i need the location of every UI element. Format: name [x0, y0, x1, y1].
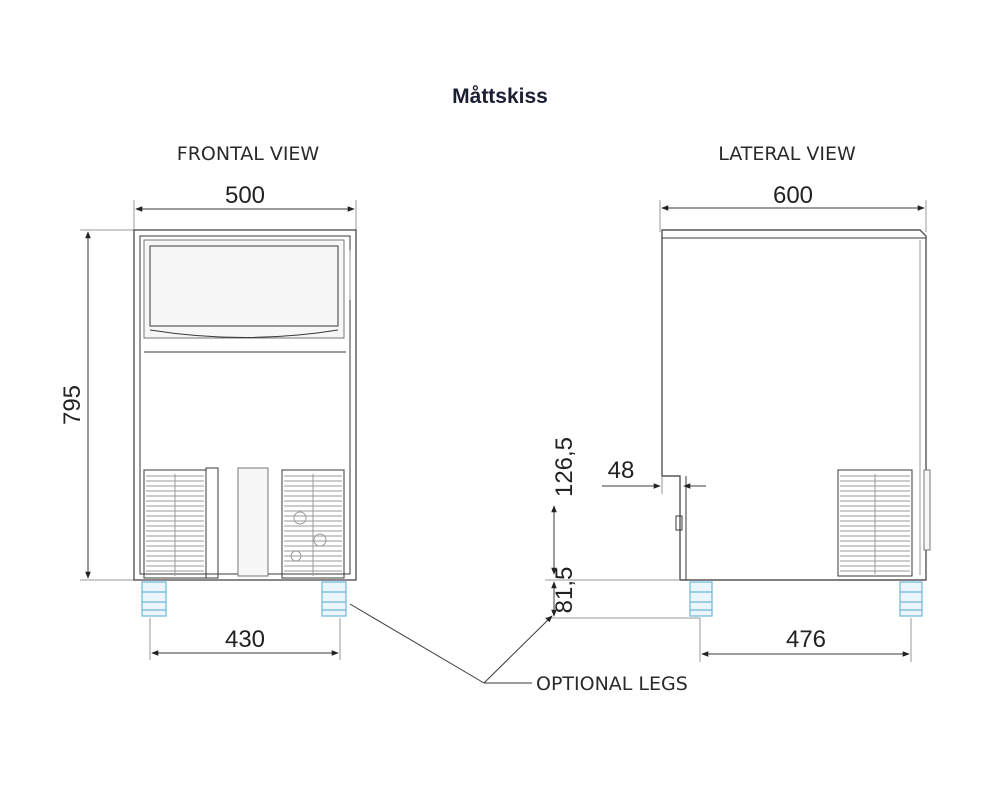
dimension-front-width: 500 [133, 182, 357, 235]
dimension-side-heights: 126,5 81,5 [545, 437, 700, 619]
front-leg-left [141, 581, 167, 617]
front-right-grill [281, 469, 345, 579]
optional-legs-callout: OPTIONAL LEGS [349, 603, 688, 695]
dimension-front-leg-span: 430 [149, 618, 341, 660]
side-leg-front [689, 581, 713, 617]
dimension-front-height: 795 [59, 229, 134, 581]
page-title: Måttskiss [452, 85, 548, 108]
side-upper-height-value: 126,5 [551, 437, 578, 497]
side-cabinet [661, 229, 927, 581]
front-leg-right [321, 581, 347, 617]
dimension-side-offset: 48 [602, 457, 706, 494]
side-offset-value: 48 [608, 457, 635, 484]
side-leg-span-value: 476 [786, 626, 826, 653]
front-height-value: 795 [59, 385, 86, 425]
side-vent-grill [837, 469, 913, 577]
optional-legs-label: OPTIONAL LEGS [536, 673, 688, 695]
front-leg-span-value: 430 [225, 626, 265, 653]
front-bin-door [143, 239, 345, 339]
dimension-side-leg-span: 476 [699, 618, 912, 662]
lateral-view: 600 48 [545, 182, 931, 662]
side-leg-rear [899, 581, 923, 617]
frontal-view-label: FRONTAL VIEW [177, 143, 320, 165]
side-leg-height-value: 81,5 [551, 567, 578, 614]
front-handle [205, 467, 219, 579]
front-left-grill [143, 469, 207, 579]
frontal-view: 500 795 [59, 182, 357, 660]
lateral-view-label: LATERAL VIEW [718, 143, 856, 165]
front-width-value: 500 [225, 182, 265, 209]
front-panel-insert [237, 467, 269, 577]
side-depth-value: 600 [773, 182, 813, 209]
dimension-side-depth: 600 [659, 182, 927, 232]
